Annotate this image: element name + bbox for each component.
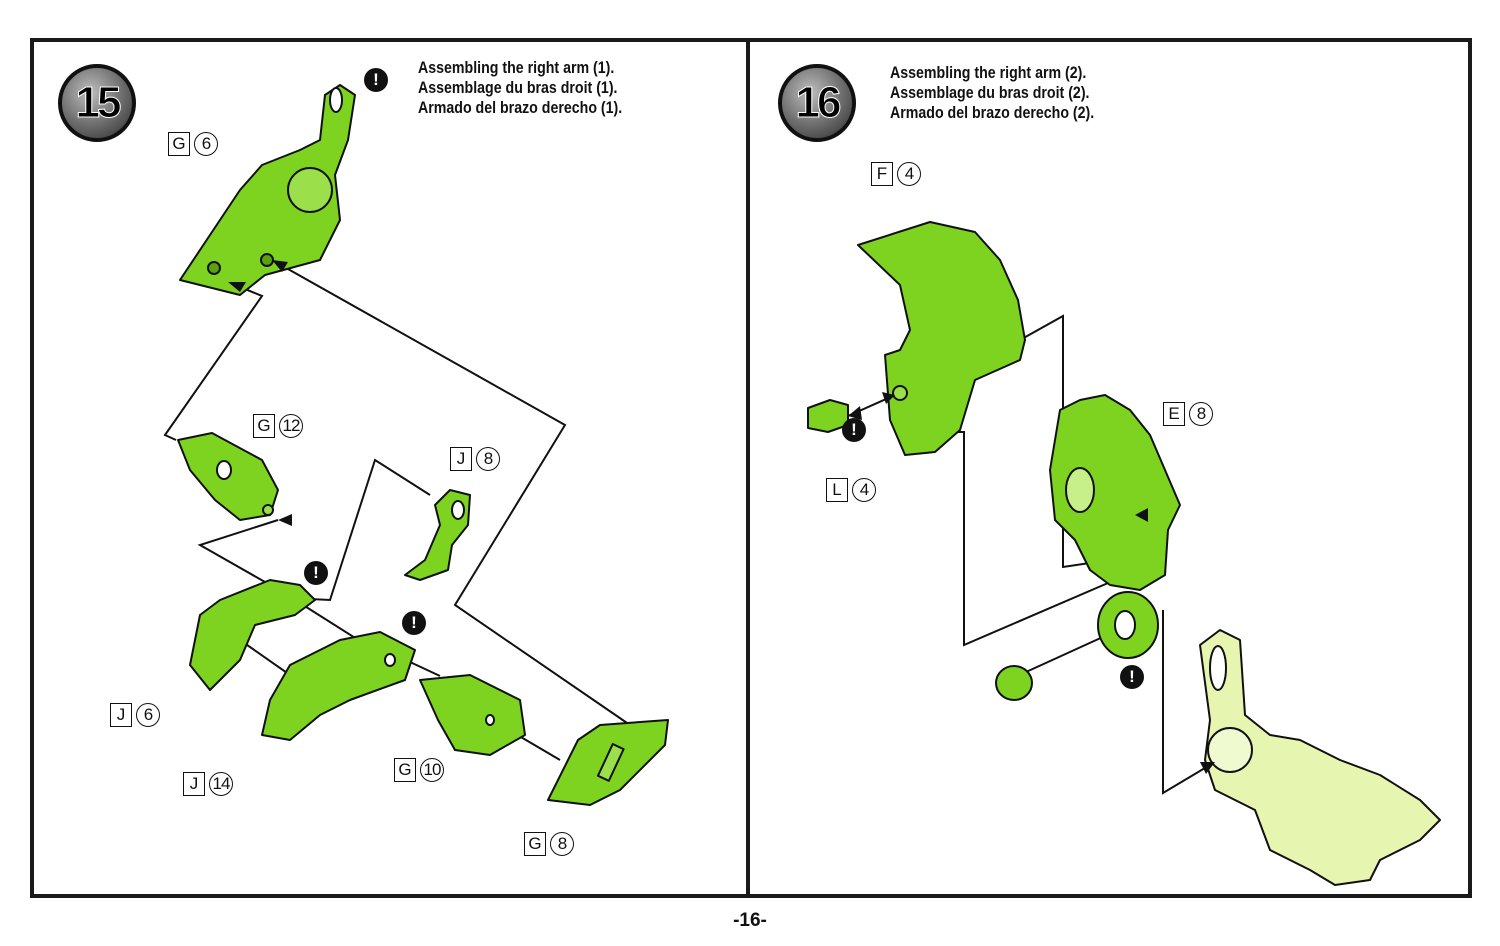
step-15-instructions: Assembling the right arm (1). Assemblage… bbox=[418, 58, 622, 118]
step-16-badge: 16 bbox=[778, 64, 856, 142]
caution-icon: ! bbox=[402, 611, 426, 635]
step-15-badge: 15 bbox=[58, 64, 136, 142]
step-15-number: 15 bbox=[75, 78, 122, 128]
part-g6-shape bbox=[179, 84, 356, 296]
caution-icon: ! bbox=[842, 418, 866, 442]
step-16-spanish: Armado del brazo derecho (2). bbox=[890, 104, 1095, 122]
step-16-parts bbox=[807, 221, 1441, 886]
page-number: -16- bbox=[733, 910, 767, 931]
part-e8-shape bbox=[1049, 394, 1181, 591]
step-16-french: Assemblage du bras droit (2). bbox=[890, 84, 1090, 102]
step-15-english: Assembling the right arm (1). bbox=[418, 59, 615, 77]
step-16-instructions: Assembling the right arm (2). Assemblage… bbox=[890, 63, 1094, 123]
part-j14-shape bbox=[261, 631, 416, 741]
step-16-number: 16 bbox=[795, 78, 842, 128]
part-g10-shape bbox=[419, 674, 526, 756]
step-15-french: Assemblage du bras droit (1). bbox=[418, 79, 618, 97]
part-j6-shape bbox=[189, 579, 316, 691]
step-15-spanish: Armado del brazo derecho (1). bbox=[418, 99, 623, 117]
step-16-english: Assembling the right arm (2). bbox=[890, 64, 1087, 82]
caution-icon: ! bbox=[1120, 665, 1144, 689]
step-15-parts bbox=[177, 84, 669, 806]
part-f4-shape bbox=[857, 221, 1026, 456]
knob-shape bbox=[995, 665, 1033, 701]
assembly-arrows bbox=[228, 260, 1215, 774]
caution-icon: ! bbox=[304, 561, 328, 585]
previous-assembly-shape bbox=[1199, 629, 1441, 886]
caution-icon: ! bbox=[364, 68, 388, 92]
